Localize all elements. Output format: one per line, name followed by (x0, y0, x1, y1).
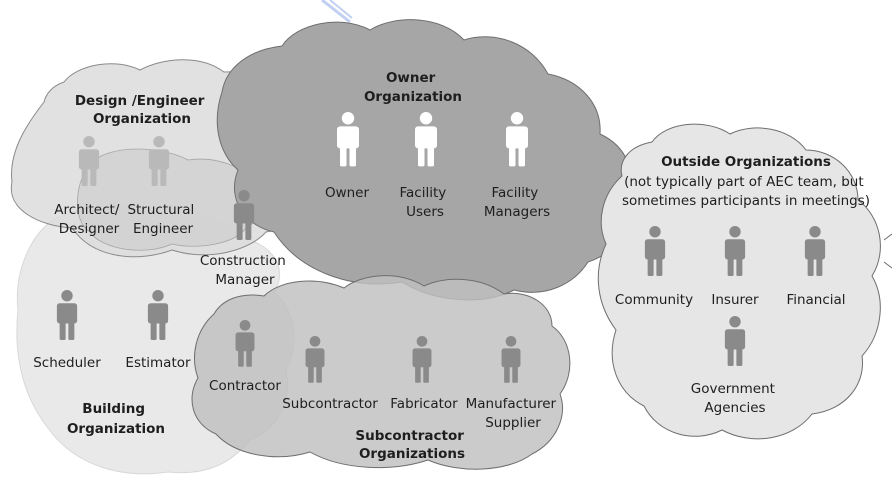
architect-label: Architect/ Designer (54, 202, 123, 237)
scheduler-person-icon (56, 290, 78, 341)
outside-org-title: Outside Organizations (661, 154, 831, 170)
cloud-subcontractor (191, 275, 571, 470)
facility-users-person-icon (415, 112, 437, 167)
facility-managers-person-icon (506, 112, 528, 167)
subcontractor-label: Subcontractor (282, 396, 378, 412)
building-org-title: Building Organization (67, 401, 165, 437)
structural-engineer-label: Structural Engineer (127, 202, 198, 237)
subcontractor-org-title-line-2: Organizations (359, 446, 465, 462)
owner-org-title-line-2: Organization (364, 89, 462, 105)
construction-manager-person-icon (233, 190, 255, 241)
design-org-title-line-2: Organization (93, 111, 191, 127)
outside-org-subtitle-line-1: (not typically part of AEC team, but (624, 174, 864, 190)
contractor-person-icon (235, 320, 255, 367)
insurer-person-icon (724, 226, 746, 277)
architect-person-icon (78, 136, 100, 187)
community-label: Community (615, 292, 693, 308)
contractor-label: Contractor (209, 378, 281, 394)
fabricator-person-icon (412, 336, 432, 383)
facility-users-label: Facility Users (399, 185, 450, 220)
community-person-icon (644, 226, 666, 277)
owner-org-title: Owner Organization (364, 70, 462, 105)
building-org-title-line-1: Building (82, 401, 145, 417)
design-org-title: Design /Engineer Organization (75, 93, 209, 127)
fabricator-label: Fabricator (390, 396, 458, 412)
estimator-label: Estimator (125, 355, 191, 371)
construction-manager-label: Construction Manager (200, 253, 290, 288)
building-org-title-line-2: Organization (67, 421, 165, 437)
outside-org-subtitle: (not typically part of AEC team, but som… (622, 174, 870, 209)
cloud-outside (597, 123, 881, 440)
arrow-fragment-icon (321, 0, 353, 24)
people-figures (56, 112, 826, 383)
government-person-icon (724, 316, 746, 367)
manufacturer-supplier-label: Manufacturer Supplier (466, 396, 561, 431)
structural-person-icon (148, 136, 170, 187)
facility-managers-label: Facility Managers (484, 185, 550, 220)
financial-label: Financial (786, 292, 845, 308)
owner-org-title-line-1: Owner (386, 70, 436, 86)
design-org-title-line-1: Design /Engineer (75, 93, 205, 109)
insurer-label: Insurer (711, 292, 759, 308)
scheduler-label: Scheduler (33, 355, 101, 371)
government-agencies-label: Government Agencies (691, 381, 780, 416)
cloud-outside-edge-tick (883, 233, 892, 269)
manufacturer-person-icon (501, 336, 521, 383)
outside-org-subtitle-line-2: sometimes participants in meetings) (622, 193, 870, 209)
subcontractor-person-icon (305, 336, 325, 383)
estimator-person-icon (147, 290, 169, 341)
subcontractor-org-title-line-1: Subcontractor (355, 428, 464, 444)
subcontractor-org-title: Subcontractor Organizations (355, 428, 468, 462)
financial-person-icon (804, 226, 826, 277)
owner-label: Owner (325, 185, 370, 201)
owner-person-icon (337, 112, 359, 167)
